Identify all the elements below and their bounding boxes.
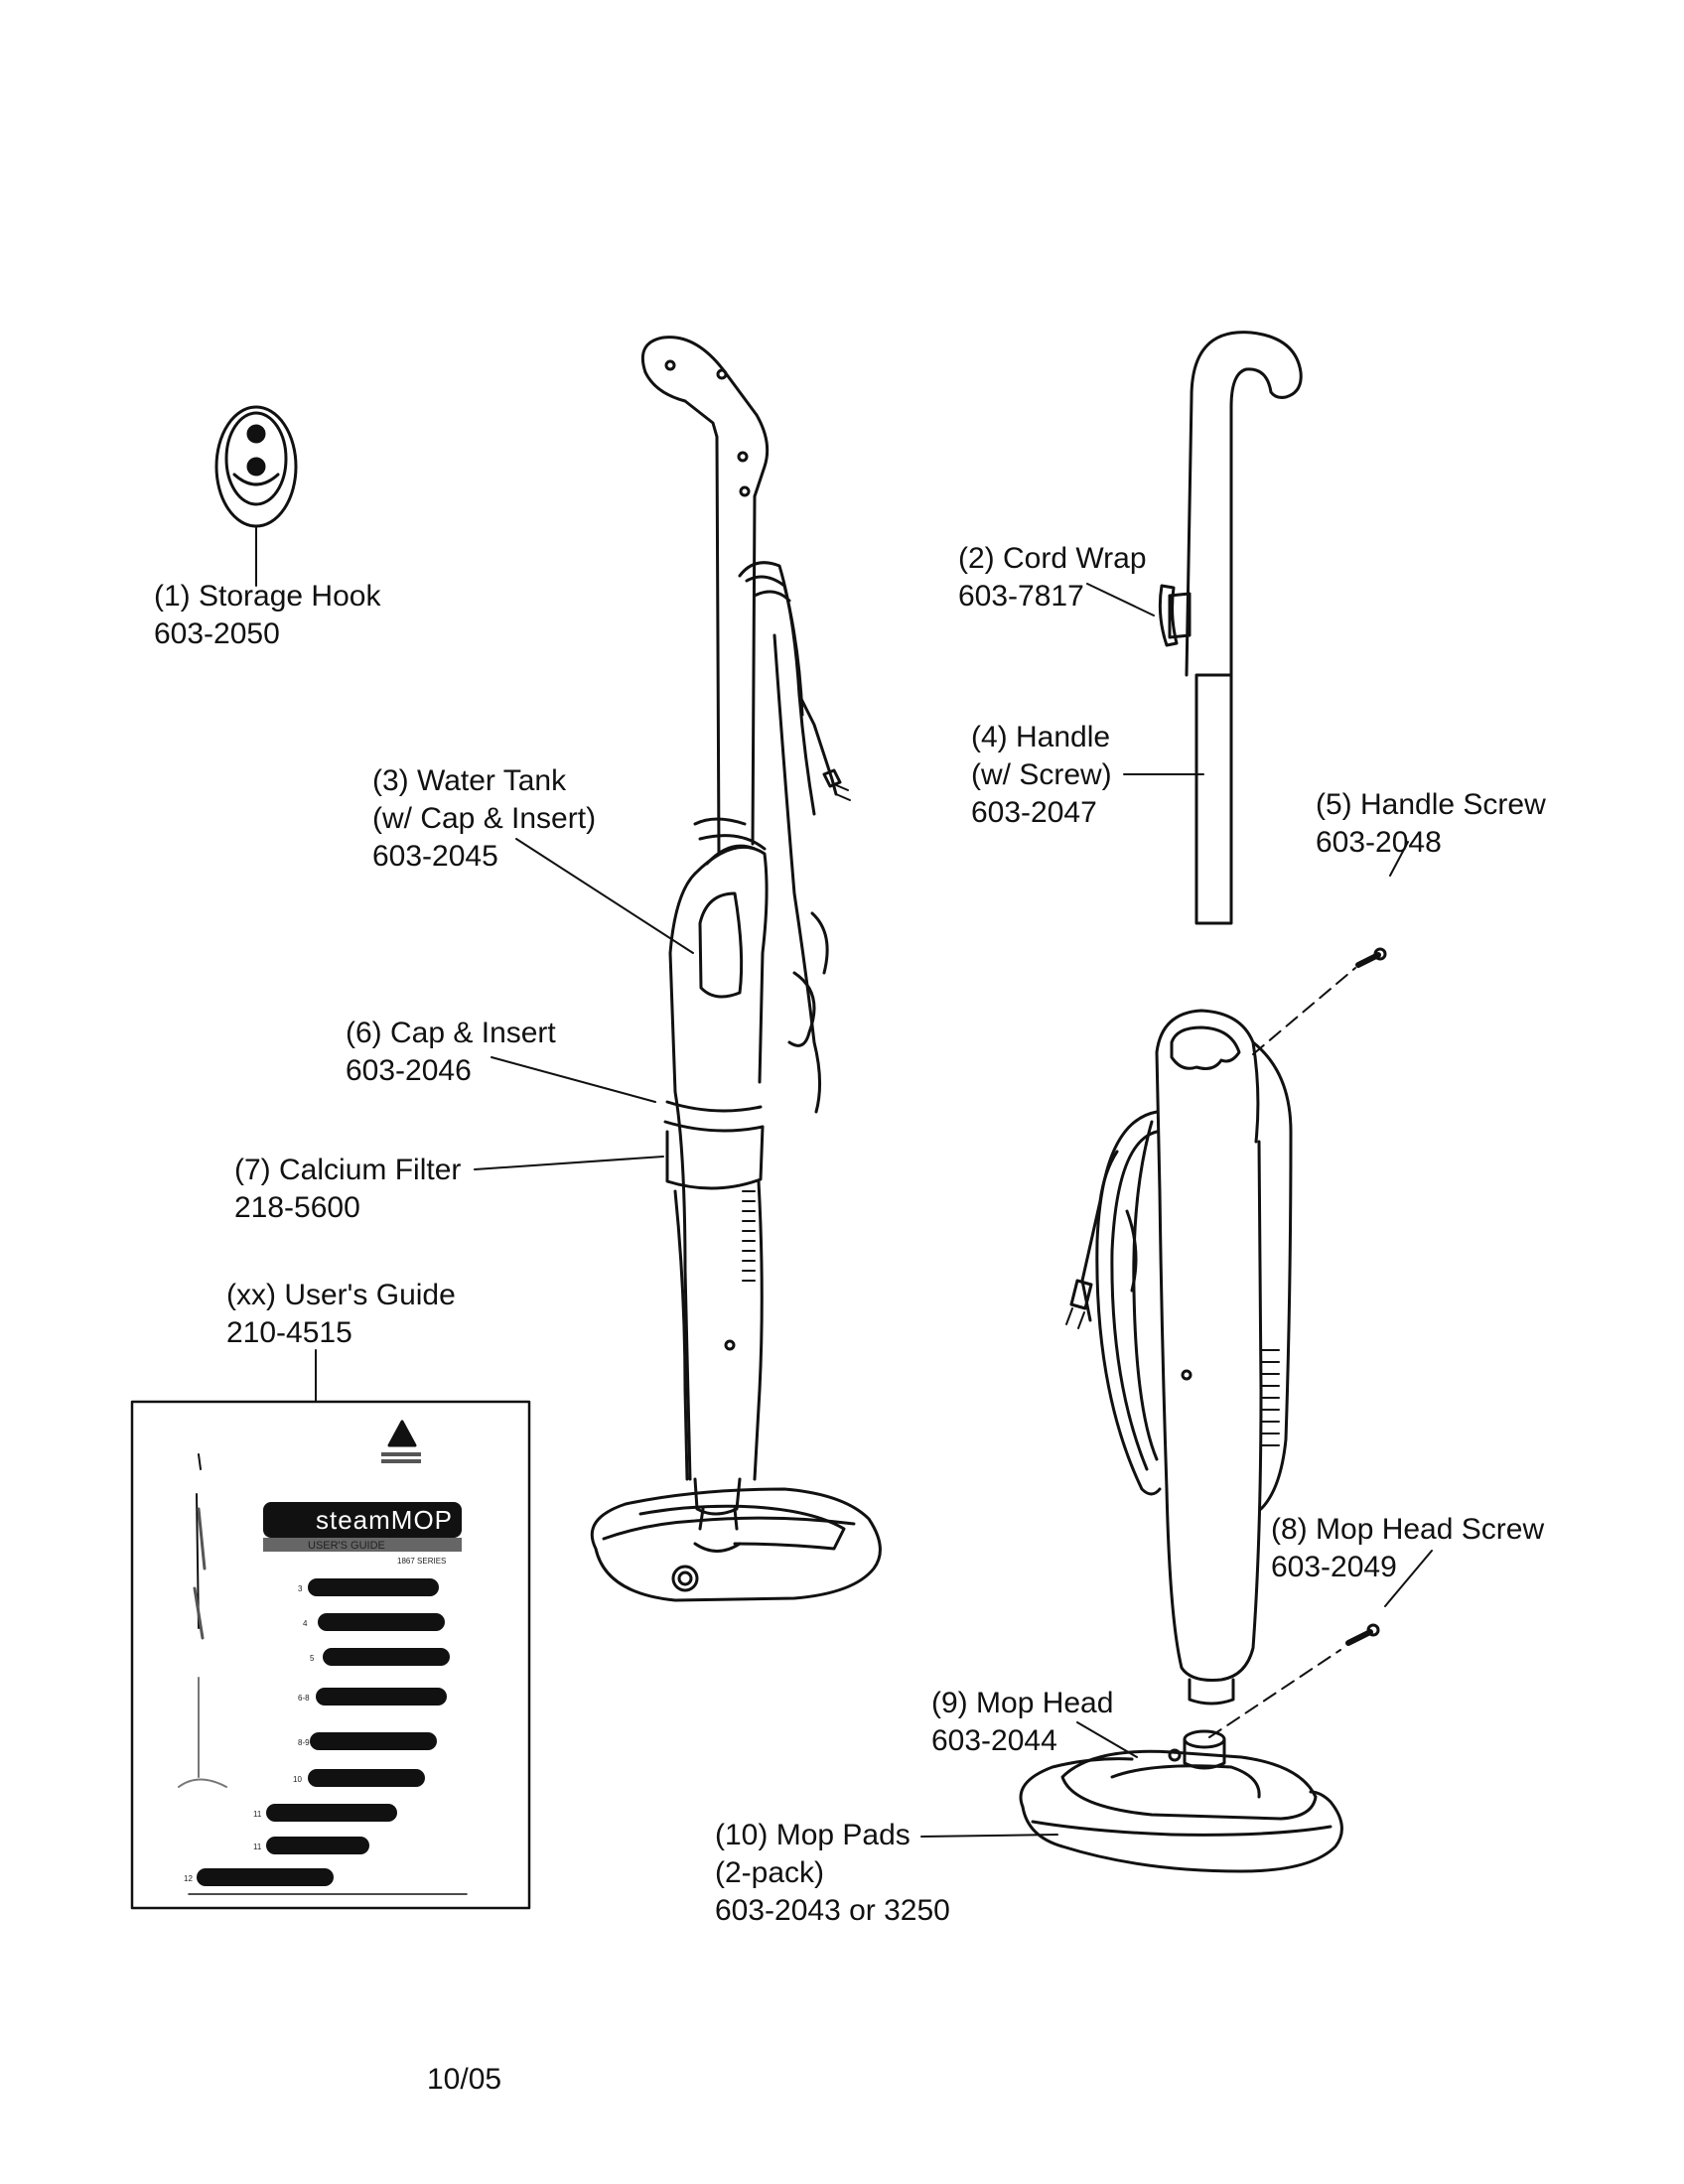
guide-series: 1867 SERIES	[397, 1557, 446, 1566]
leader-lines	[474, 583, 1433, 1838]
label-users-guide: (xx) User's Guide 210-4515	[226, 1279, 456, 1349]
guide-page-number: 10	[293, 1775, 302, 1784]
guide-subtitle: USER'S GUIDE	[308, 1540, 385, 1552]
mop-head-drawing	[1019, 1729, 1343, 1873]
guide-page-number: 11	[253, 1810, 262, 1819]
mop-head-screw-drawing	[1345, 1623, 1380, 1646]
handle-screw-drawing	[1355, 947, 1387, 968]
guide-page-numbers: 3 4 5 6-8 8-9 10 11 11 12	[184, 1584, 315, 1883]
users-guide-booklet	[130, 1349, 531, 1910]
label-handle-screw: (5) Handle Screw 603-2048	[1316, 788, 1546, 859]
label-cord-wrap: (2) Cord Wrap 603-7817	[958, 542, 1147, 613]
handle-drawing	[1158, 331, 1303, 925]
guide-page-number: 11	[253, 1843, 262, 1851]
label-mop-pads: (10) Mop Pads (2-pack) 603-2043 or 3250	[715, 1819, 950, 1927]
mop-body-drawing	[1065, 1009, 1293, 1706]
label-mop-head-screw: (8) Mop Head Screw 603-2049	[1271, 1513, 1545, 1583]
label-mop-head: (9) Mop Head 603-2044	[931, 1687, 1114, 1757]
guide-page-number: 3	[298, 1584, 303, 1593]
guide-brand-title: steamMOP	[316, 1505, 453, 1535]
guide-page-number: 12	[184, 1874, 193, 1883]
label-handle: (4) Handle (w/ Screw) 603-2047	[971, 721, 1112, 829]
label-cap-insert: (6) Cap & Insert 603-2046	[346, 1017, 556, 1087]
guide-page-number: 5	[310, 1654, 315, 1663]
label-storage-hook: (1) Storage Hook 603-2050	[154, 580, 381, 650]
guide-page-number: 4	[303, 1619, 308, 1628]
storage-hook-drawing	[214, 405, 298, 587]
label-water-tank: (3) Water Tank (w/ Cap & Insert) 603-204…	[372, 764, 597, 873]
guide-page-number: 6-8	[298, 1694, 310, 1703]
footer-date: 10/05	[427, 2063, 502, 2096]
assembled-mop-drawing	[590, 336, 882, 1602]
guide-page-number: 8-9	[298, 1738, 310, 1747]
label-calcium-filter: (7) Calcium Filter 218-5600	[234, 1154, 462, 1224]
